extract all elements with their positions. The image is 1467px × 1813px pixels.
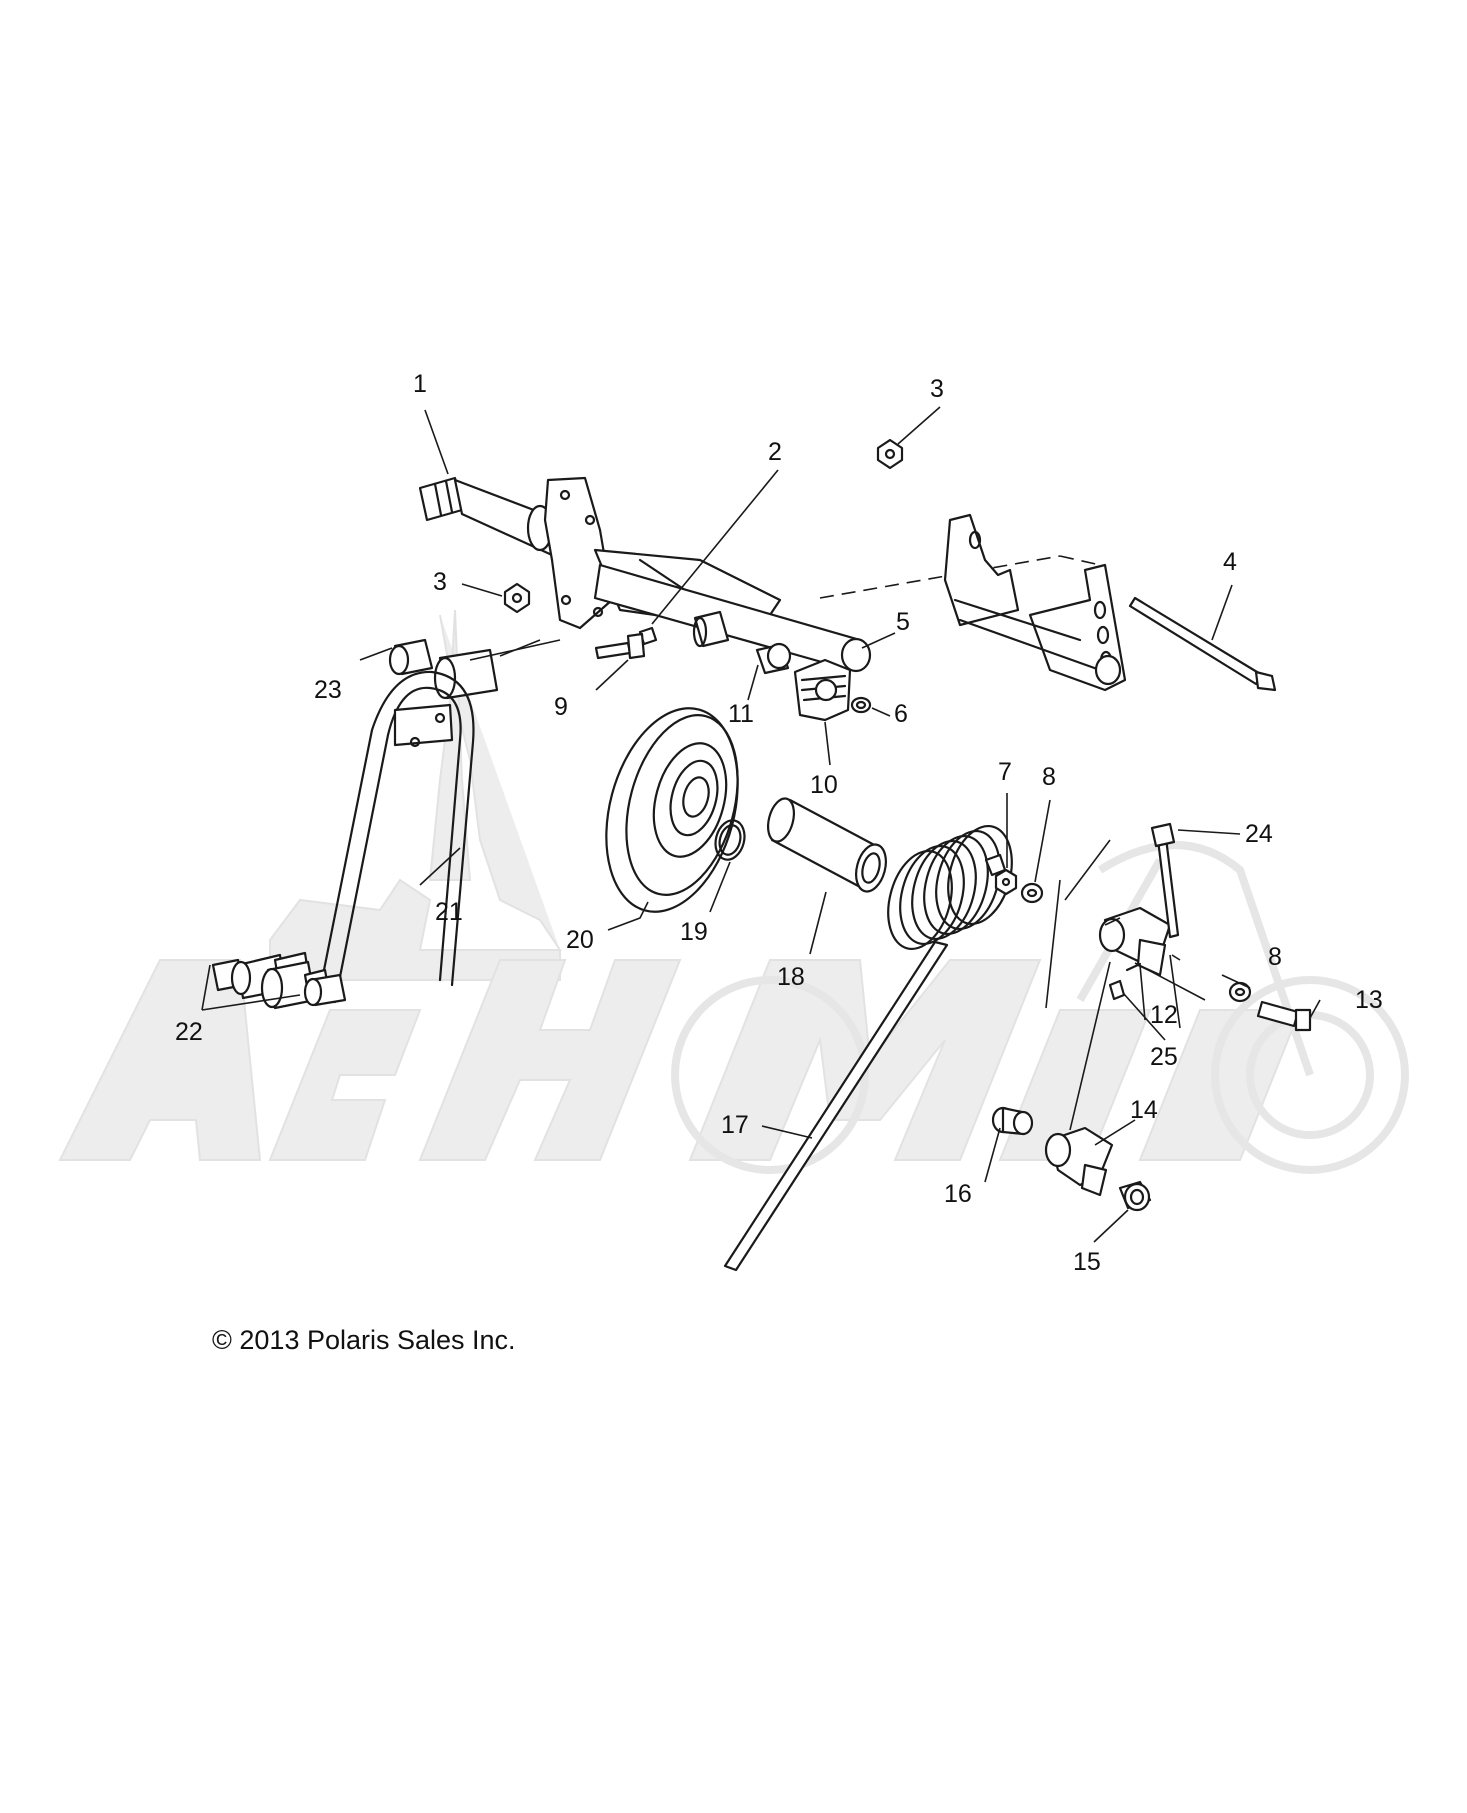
assembly-lines (819, 555, 1101, 599)
copyright-notice: © 2013 Polaris Sales Inc. (212, 1325, 516, 1355)
set-screw (1108, 962, 1142, 1001)
washer (1020, 882, 1044, 904)
spring-adjuster-cam (1098, 906, 1172, 977)
flange-nut (503, 582, 531, 614)
callout-22: 22 (175, 1018, 203, 1046)
long-bolt (1128, 596, 1277, 692)
bushing (755, 642, 792, 675)
spring-adjuster-cam (1044, 1126, 1114, 1197)
callout-23: 23 (314, 676, 342, 704)
washer (850, 696, 872, 714)
nut (994, 868, 1018, 896)
torque-arm-assembly (418, 476, 872, 673)
callout-3-top: 3 (930, 375, 944, 403)
callout-9: 9 (554, 693, 568, 721)
bolt (1150, 822, 1180, 939)
callout-8-right: 8 (1268, 943, 1282, 971)
shock-bracket (943, 513, 1127, 692)
callout-18: 18 (777, 963, 805, 991)
callout-17: 17 (721, 1111, 749, 1139)
bushing (1118, 1180, 1152, 1212)
callout-6: 6 (894, 700, 908, 728)
callout-1: 1 (413, 370, 427, 398)
bolt (1256, 1000, 1312, 1032)
callout-7: 7 (998, 758, 1012, 786)
spacer-tube (766, 797, 887, 893)
sleeve (433, 648, 499, 700)
callout-14: 14 (1130, 1096, 1158, 1124)
bushing (991, 1106, 1034, 1136)
sleeve (388, 638, 434, 676)
callout-13: 13 (1355, 986, 1383, 1014)
washer (1228, 981, 1252, 1003)
callout-3-left: 3 (433, 568, 447, 596)
flange-nut (876, 438, 904, 470)
callout-labels: 1 2 3 3 4 5 6 7 8 8 9 10 11 12 13 14 15 … (175, 370, 1383, 1276)
callout-20: 20 (566, 926, 594, 954)
callout-4: 4 (1223, 548, 1237, 576)
callout-2: 2 (768, 438, 782, 466)
adjuster-block (793, 658, 852, 722)
idler-wheel (605, 707, 739, 913)
callout-12: 12 (1150, 1001, 1178, 1029)
bolt (594, 632, 646, 660)
callout-15: 15 (1073, 1248, 1101, 1276)
callout-21: 21 (435, 898, 463, 926)
callout-24: 24 (1245, 820, 1273, 848)
leader-lines (201, 406, 1321, 1243)
callout-10: 10 (810, 771, 838, 799)
snap-ring (714, 819, 746, 861)
callout-8-top: 8 (1042, 763, 1056, 791)
callout-11: 11 (728, 700, 754, 728)
callout-5: 5 (896, 608, 910, 636)
callout-16: 16 (944, 1180, 972, 1208)
rear-arm (211, 670, 475, 1010)
watermark-logo (58, 609, 1409, 1174)
callout-19: 19 (680, 918, 708, 946)
callout-25: 25 (1150, 1043, 1178, 1071)
